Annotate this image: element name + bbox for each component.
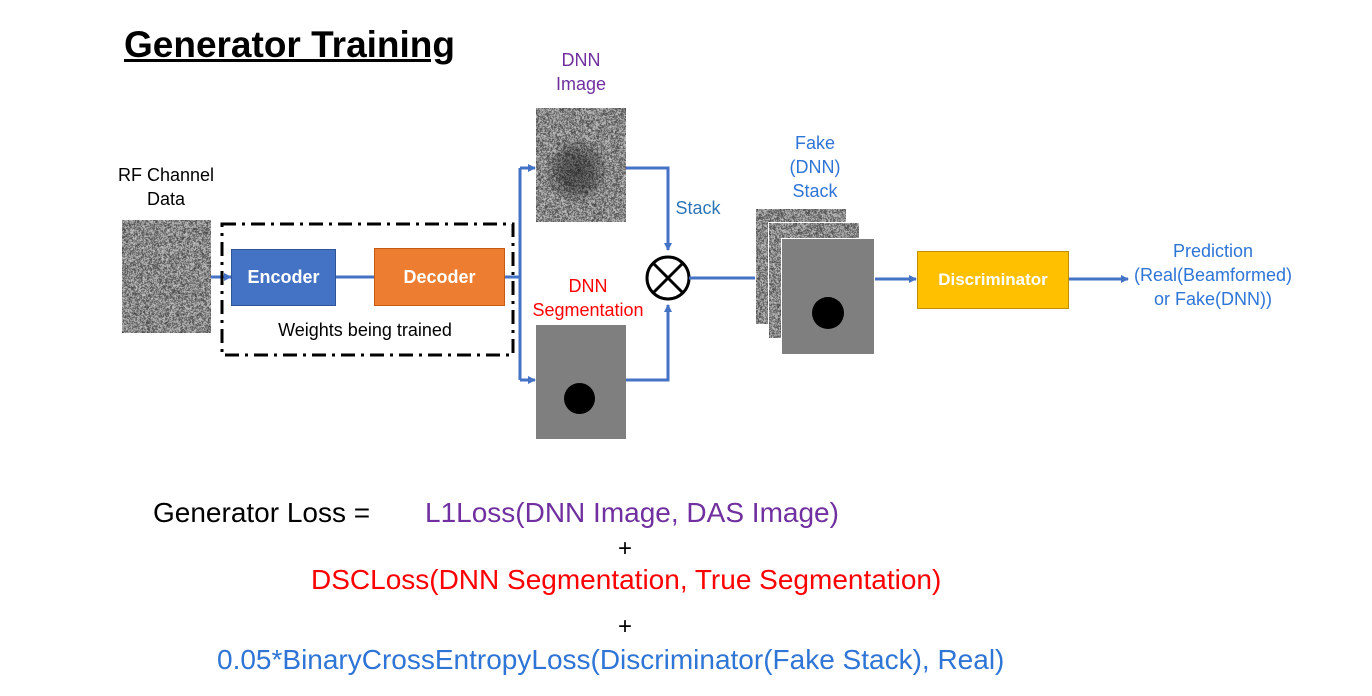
diagram-title: Generator Training (124, 24, 456, 65)
arrow-seg-to-stack (626, 304, 672, 382)
fake-stack-label: Fake (DNN) Stack (789, 133, 841, 201)
segmentation-mask (564, 383, 595, 414)
fake-stack-layer-3 (781, 238, 875, 355)
loss-prefix: Generator Loss = (153, 497, 371, 528)
loss-plus-1: + (618, 535, 633, 562)
rf-channel-image (122, 220, 211, 333)
dnn-segmentation-label: DNN Segmentation (532, 276, 644, 320)
dnn-image-label: DNN Image (555, 50, 607, 94)
dnn-segmentation-image (536, 325, 626, 439)
decoder-block: Decoder (374, 248, 505, 306)
discriminator-block: Discriminator (917, 251, 1069, 309)
loss-bce-term: 0.05*BinaryCrossEntropyLoss(Discriminato… (217, 644, 1005, 675)
loss-l1-term: L1Loss(DNN Image, DAS Image) (425, 497, 839, 528)
prediction-label: Prediction (Real(Beamformed) or Fake(DNN… (1133, 241, 1293, 309)
stack-label: Stack (675, 198, 721, 218)
encoder-block: Encoder (231, 249, 336, 306)
rf-channel-label: RF Channel Data (117, 165, 215, 209)
loss-dsc-term: DSCLoss(DNN Segmentation, True Segmentat… (311, 564, 942, 595)
fake-stack-mask (812, 297, 844, 329)
weights-box (220, 222, 515, 357)
loss-plus-2: + (618, 613, 633, 640)
arrow-image-to-stack (626, 166, 672, 251)
dnn-image (536, 108, 626, 222)
weights-label: Weights being trained (278, 320, 452, 340)
